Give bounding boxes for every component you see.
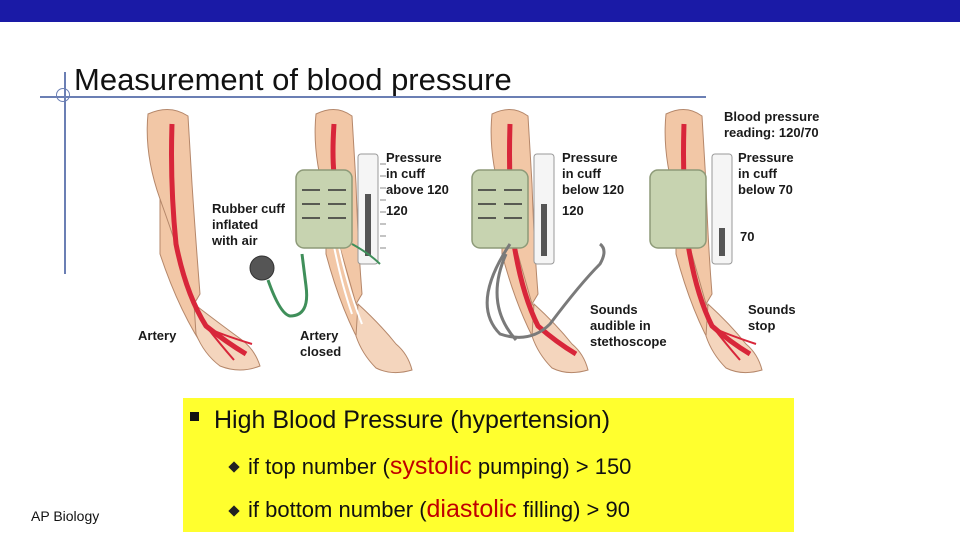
- label-pressure-below120-1: Pressure: [562, 150, 618, 165]
- label-reading-120-b: 120: [562, 203, 584, 218]
- label-pressure-above-1: Pressure: [386, 150, 442, 165]
- diastolic-term: diastolic: [426, 495, 517, 523]
- systolic-term: systolic: [389, 452, 472, 480]
- label-sounds-audible-1: Sounds: [590, 302, 638, 317]
- slide-title: Measurement of blood pressure: [74, 62, 512, 97]
- arm-1: [146, 109, 261, 371]
- label-reading-120-a: 120: [386, 203, 408, 218]
- accent-circle: [56, 88, 70, 102]
- label-artery-closed-1: Artery: [300, 328, 339, 343]
- top-banner-bar: [0, 0, 960, 22]
- label-pressure-above-2: in cuff: [386, 166, 426, 181]
- list-item-diastolic: if bottom number (diastolic filling) > 9…: [248, 495, 630, 524]
- left-accent-line: [64, 72, 66, 274]
- label-artery: Artery: [138, 328, 177, 343]
- label-sounds-audible-3: stethoscope: [590, 334, 667, 349]
- arm-4: [649, 109, 763, 374]
- label-bp-reading-2: reading: 120/70: [724, 125, 819, 140]
- label-pressure-below120-2: in cuff: [562, 166, 602, 181]
- label-pressure-below120-3: below 120: [562, 182, 624, 197]
- label-rubber-cuff-2: inflated: [212, 217, 258, 232]
- label-sounds-stop-2: stop: [748, 318, 776, 333]
- footer-course-label: AP Biology: [31, 508, 100, 524]
- diastolic-prefix: if bottom number (: [248, 497, 427, 522]
- systolic-suffix: pumping) > 150: [471, 454, 632, 479]
- systolic-prefix: if top number (: [248, 454, 390, 479]
- label-pressure-above-3: above 120: [386, 182, 449, 197]
- label-sounds-audible-2: audible in: [590, 318, 651, 333]
- blood-pressure-illustration: Rubber cuff inflated with air Artery Art…: [130, 104, 830, 394]
- label-rubber-cuff-1: Rubber cuff: [212, 201, 286, 216]
- label-artery-closed-2: closed: [300, 344, 341, 359]
- list-item-systolic: if top number (systolic pumping) > 150: [248, 452, 631, 481]
- arm-2: [249, 109, 413, 374]
- label-reading-70: 70: [740, 229, 754, 244]
- top-banner-gap: [0, 22, 960, 26]
- label-pressure-below70-1: Pressure: [738, 150, 794, 165]
- hypertension-highlight-box: [183, 398, 794, 532]
- label-rubber-cuff-3: with air: [211, 233, 258, 248]
- label-sounds-stop-1: Sounds: [748, 302, 796, 317]
- title-underline: [40, 96, 706, 98]
- diastolic-suffix: filling) > 90: [516, 497, 630, 522]
- arm-3: [471, 109, 606, 374]
- label-pressure-below70-3: below 70: [738, 182, 793, 197]
- label-pressure-below70-2: in cuff: [738, 166, 778, 181]
- square-bullet-icon: [190, 412, 199, 421]
- hypertension-heading: High Blood Pressure (hypertension): [214, 406, 611, 434]
- label-bp-reading-1: Blood pressure: [724, 109, 819, 124]
